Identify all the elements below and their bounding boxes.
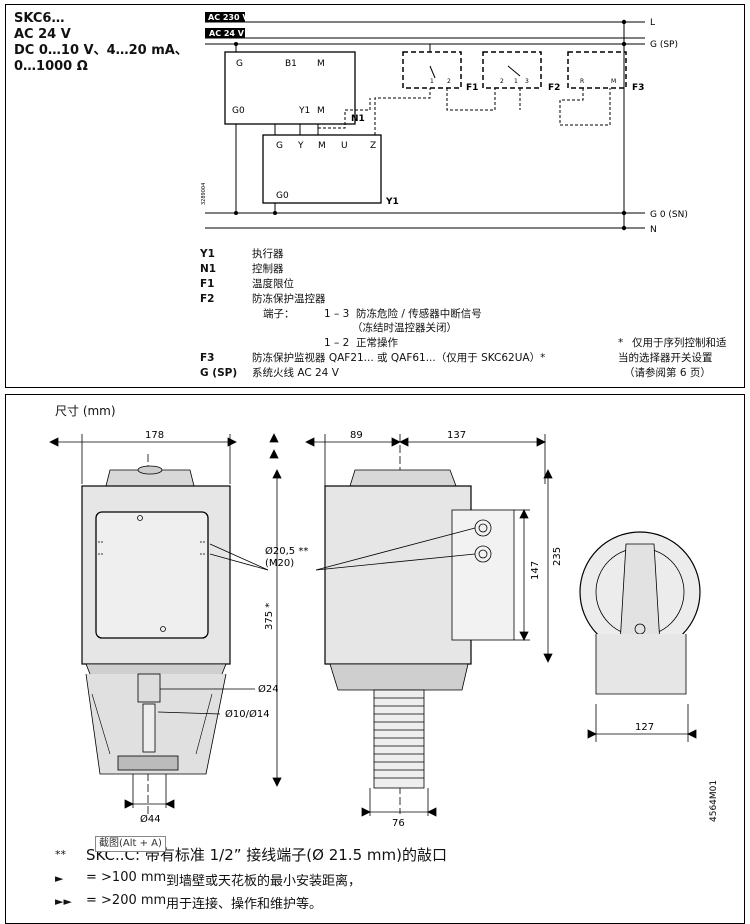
svg-text:2: 2 <box>447 78 451 85</box>
controller-box <box>224 51 356 125</box>
svg-text:3: 3 <box>525 78 529 85</box>
svg-text:178: 178 <box>145 430 164 441</box>
dimension-drawing: 178 89 137 Ø20,5 ** (M20) 375 * 235 147 … <box>49 430 719 829</box>
line-G0-SN: G 0 (SN) <box>650 210 688 220</box>
svg-text:M: M <box>318 141 326 151</box>
wiring-panel <box>5 4 745 388</box>
ac230-label: AC 230 V <box>208 13 249 22</box>
tag-F3: F3 <box>632 83 644 93</box>
ac24-label-box <box>205 28 245 38</box>
dimensions-title: 尺寸 (mm) <box>55 404 116 418</box>
svg-text:Z: Z <box>370 141 376 151</box>
spec-supply: AC 24 V <box>14 27 71 42</box>
svg-text:G0: G0 <box>276 191 289 201</box>
spec-resistance: 0…1000 Ω <box>14 59 88 74</box>
ac24-label: AC 24 V <box>209 29 245 38</box>
tag-F2: F2 <box>548 83 560 93</box>
svg-text:R: R <box>580 78 584 85</box>
legend-y1-key: Y1 <box>200 248 215 260</box>
svg-text:G: G <box>236 59 243 69</box>
svg-text:(M20): (M20) <box>265 558 294 569</box>
svg-text:Ø24: Ø24 <box>258 683 279 695</box>
svg-text:2: 2 <box>500 78 504 85</box>
svg-text:G0: G0 <box>232 106 245 116</box>
svg-text:1: 1 <box>430 78 434 85</box>
f1-box <box>402 51 462 89</box>
svg-text:1: 1 <box>514 78 518 85</box>
svg-text:Ø10/Ø14: Ø10/Ø14 <box>225 708 270 720</box>
screenshot-tooltip: 截图(Alt + A) <box>95 836 166 852</box>
footnote-knockout: SKC..C: 带有标准 1/2” 接线端子(Ø 21.5 mm)的敲口 <box>86 846 447 864</box>
svg-text:147: 147 <box>530 561 541 580</box>
svg-text:375 *: 375 * <box>264 603 275 630</box>
svg-text:G: G <box>276 141 283 151</box>
spec-model: SKC6… <box>14 11 65 26</box>
tag-Y1: Y1 <box>385 197 399 207</box>
svg-text:89: 89 <box>350 430 363 441</box>
svg-text:U: U <box>341 141 348 151</box>
line-L: L <box>650 18 655 28</box>
actuator-box <box>262 134 382 204</box>
svg-text:76: 76 <box>392 818 405 829</box>
line-N: N <box>650 225 657 235</box>
f3-box <box>567 51 627 89</box>
svg-text:Ø44: Ø44 <box>140 813 161 825</box>
line-G-SP: G (SP) <box>650 40 678 50</box>
svg-text:M: M <box>611 78 616 85</box>
svg-text:Y: Y <box>297 141 304 151</box>
svg-text:235: 235 <box>552 547 563 566</box>
legend-y1-text: 执行器 <box>252 248 284 260</box>
tag-F1: F1 <box>466 83 478 93</box>
f2-box <box>482 51 542 89</box>
svg-text:127: 127 <box>635 722 654 733</box>
wiring-diagram: AC 230 V L AC 24 V G (SP) G 0 (SN) N G B… <box>201 12 688 235</box>
spec-signal: DC 0…10 V、4…20 mA、 <box>14 43 188 58</box>
svg-text:137: 137 <box>447 430 466 441</box>
svg-text:Ø20,5 **: Ø20,5 ** <box>265 545 308 557</box>
svg-text:3289004: 3289004 <box>201 183 207 205</box>
ac230-label-box <box>205 12 245 22</box>
tag-N1: N1 <box>351 114 365 124</box>
svg-text:B1: B1 <box>285 59 297 69</box>
svg-text:M: M <box>317 59 325 69</box>
svg-text:4564M01: 4564M01 <box>709 780 719 822</box>
svg-text:M: M <box>317 106 325 116</box>
svg-text:Y1: Y1 <box>298 106 310 116</box>
